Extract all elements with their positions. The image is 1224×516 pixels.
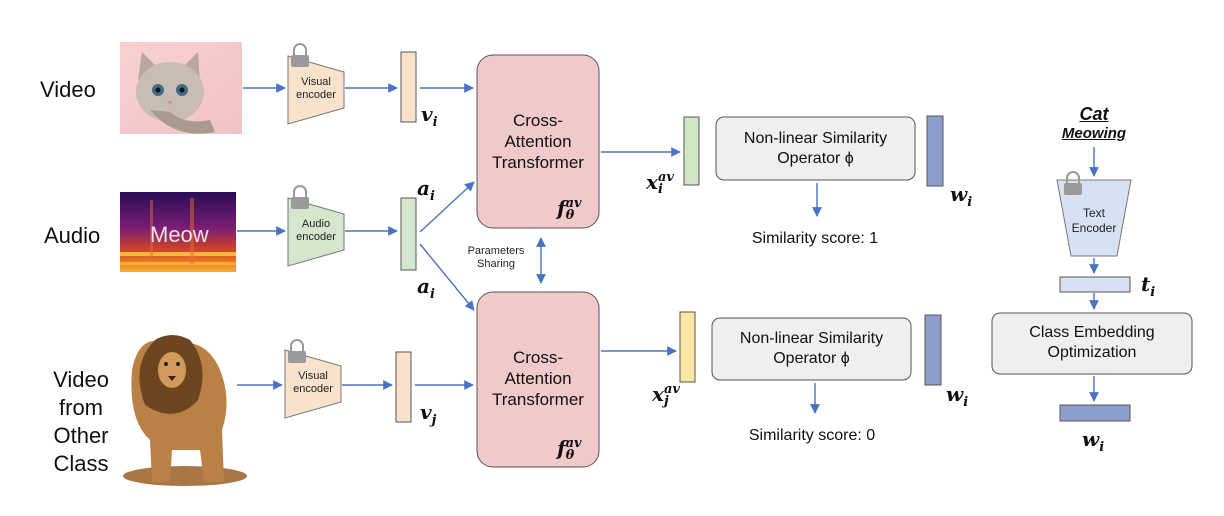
feature-xi-bar [683,116,700,186]
row-label-video-other-line-2: from [59,395,103,420]
target-class-line-1: Cat [1079,104,1109,124]
symbol-w-i-class: wi [1082,427,1105,455]
similarity-operator-bottom-line-2: Operator ϕ [773,350,850,367]
visual-encoder-bottom-label: Visual encoder [285,370,341,396]
cat-image [120,42,242,134]
parameters-sharing-line-1: Parameters [467,245,525,257]
similarity-operator-top [715,116,916,181]
feature-ai-bar [400,197,417,271]
class-embedding-optimization-line-1: Class Embedding [1029,324,1155,341]
visual-encoder-bottom-line-1: Visual [298,370,328,382]
spectrogram-image [120,192,236,272]
class-embedding-optimization-box [991,312,1193,375]
parameters-sharing-line-2: Sharing [477,258,515,270]
visual-encoder-bottom-line-2: encoder [293,383,333,395]
audio-encoder [287,197,345,267]
symbol-v-j: vj [420,400,437,428]
target-class-line-2: Meowing [1061,125,1127,142]
similarity-operator-top-line-2: Operator ϕ [777,150,854,167]
transformer-top-line-3: Transformer [492,153,584,172]
symbol-t-i: ti [1141,272,1156,300]
text-encoder-line-2: Encoder [1071,221,1117,235]
transformer-bottom-line-2: Attention [504,369,572,388]
row-label-video-other-line-1: Video [53,367,109,392]
visual-encoder-top-label: Visual encoder [288,76,344,102]
similarity-operator-top-label: Non-linear Similarity Operator ϕ [716,129,915,169]
cross-attention-transformer-top [476,54,600,229]
target-class-label: Cat Meowing [1044,104,1144,142]
symbol-a-i-top: ai [417,176,435,204]
weight-wi-bar-bottom [924,314,942,386]
transformer-bottom-line-3: Transformer [492,390,584,409]
parameters-sharing-label: Parameters Sharing [454,245,538,271]
symbol-w-i-top: wi [950,182,973,210]
transformer-top-line-2: Attention [504,132,572,151]
similarity-operator-bottom-label: Non-linear Similarity Operator ϕ [712,329,911,369]
lock-icon [291,185,309,209]
feature-vj-bar [395,351,412,423]
spectrogram-word: Meow [150,222,209,247]
similarity-operator-bottom [711,317,912,381]
audio-encoder-line-2: encoder [296,231,336,243]
visual-encoder-bottom [284,349,342,419]
class-weight-bar [1059,404,1131,422]
similarity-score-top: Similarity score: 1 [751,230,879,247]
row-label-video: Video [40,77,96,102]
text-encoder [1056,179,1132,257]
transformer-top-line-1: Cross- [512,111,564,130]
weight-wi-bar-top [926,115,944,187]
lock-icon [291,43,309,67]
transformer-top-label: Cross- Attention Transformer [477,110,599,173]
lock-icon [1064,171,1082,195]
visual-encoder-top-line-1: Visual [301,76,331,88]
text-encoder-line-1: Text [1082,206,1105,220]
symbol-w-i-bottom: wi [946,382,969,410]
feature-xj-bar [679,311,696,383]
arrows [237,83,1099,414]
audio-encoder-label: Audio encoder [288,218,344,244]
row-label-video-other-line-3: Other [53,423,109,448]
similarity-operator-bottom-line-1: Non-linear Similarity [739,330,884,347]
text-encoder-label: Text Encoder [1057,206,1131,236]
similarity-score-bottom: Similarity score: 0 [748,427,876,444]
similarity-operator-top-line-1: Non-linear Similarity [743,130,888,147]
row-label-video-other-line-4: Class [53,451,109,476]
row-label-video-other-class: Video from Other Class [46,366,116,478]
class-embedding-optimization-line-2: Optimization [1047,344,1137,361]
row-label-audio: Audio [44,223,101,248]
lock-icon [288,339,306,363]
cross-attention-transformer-bottom [476,291,600,468]
text-embedding-bar [1059,276,1131,293]
visual-encoder-top-line-2: encoder [296,89,336,101]
feature-vi-bar [400,51,417,123]
lion-image [123,335,247,486]
audio-encoder-line-1: Audio [301,218,331,230]
transformer-bottom-label: Cross- Attention Transformer [477,347,599,410]
transformer-bottom-line-1: Cross- [512,348,564,367]
visual-encoder-top [287,55,345,125]
symbol-a-i-bottom: ai [417,274,435,302]
symbol-v-i: vi [421,102,438,130]
class-embedding-optimization-label: Class Embedding Optimization [992,323,1192,363]
